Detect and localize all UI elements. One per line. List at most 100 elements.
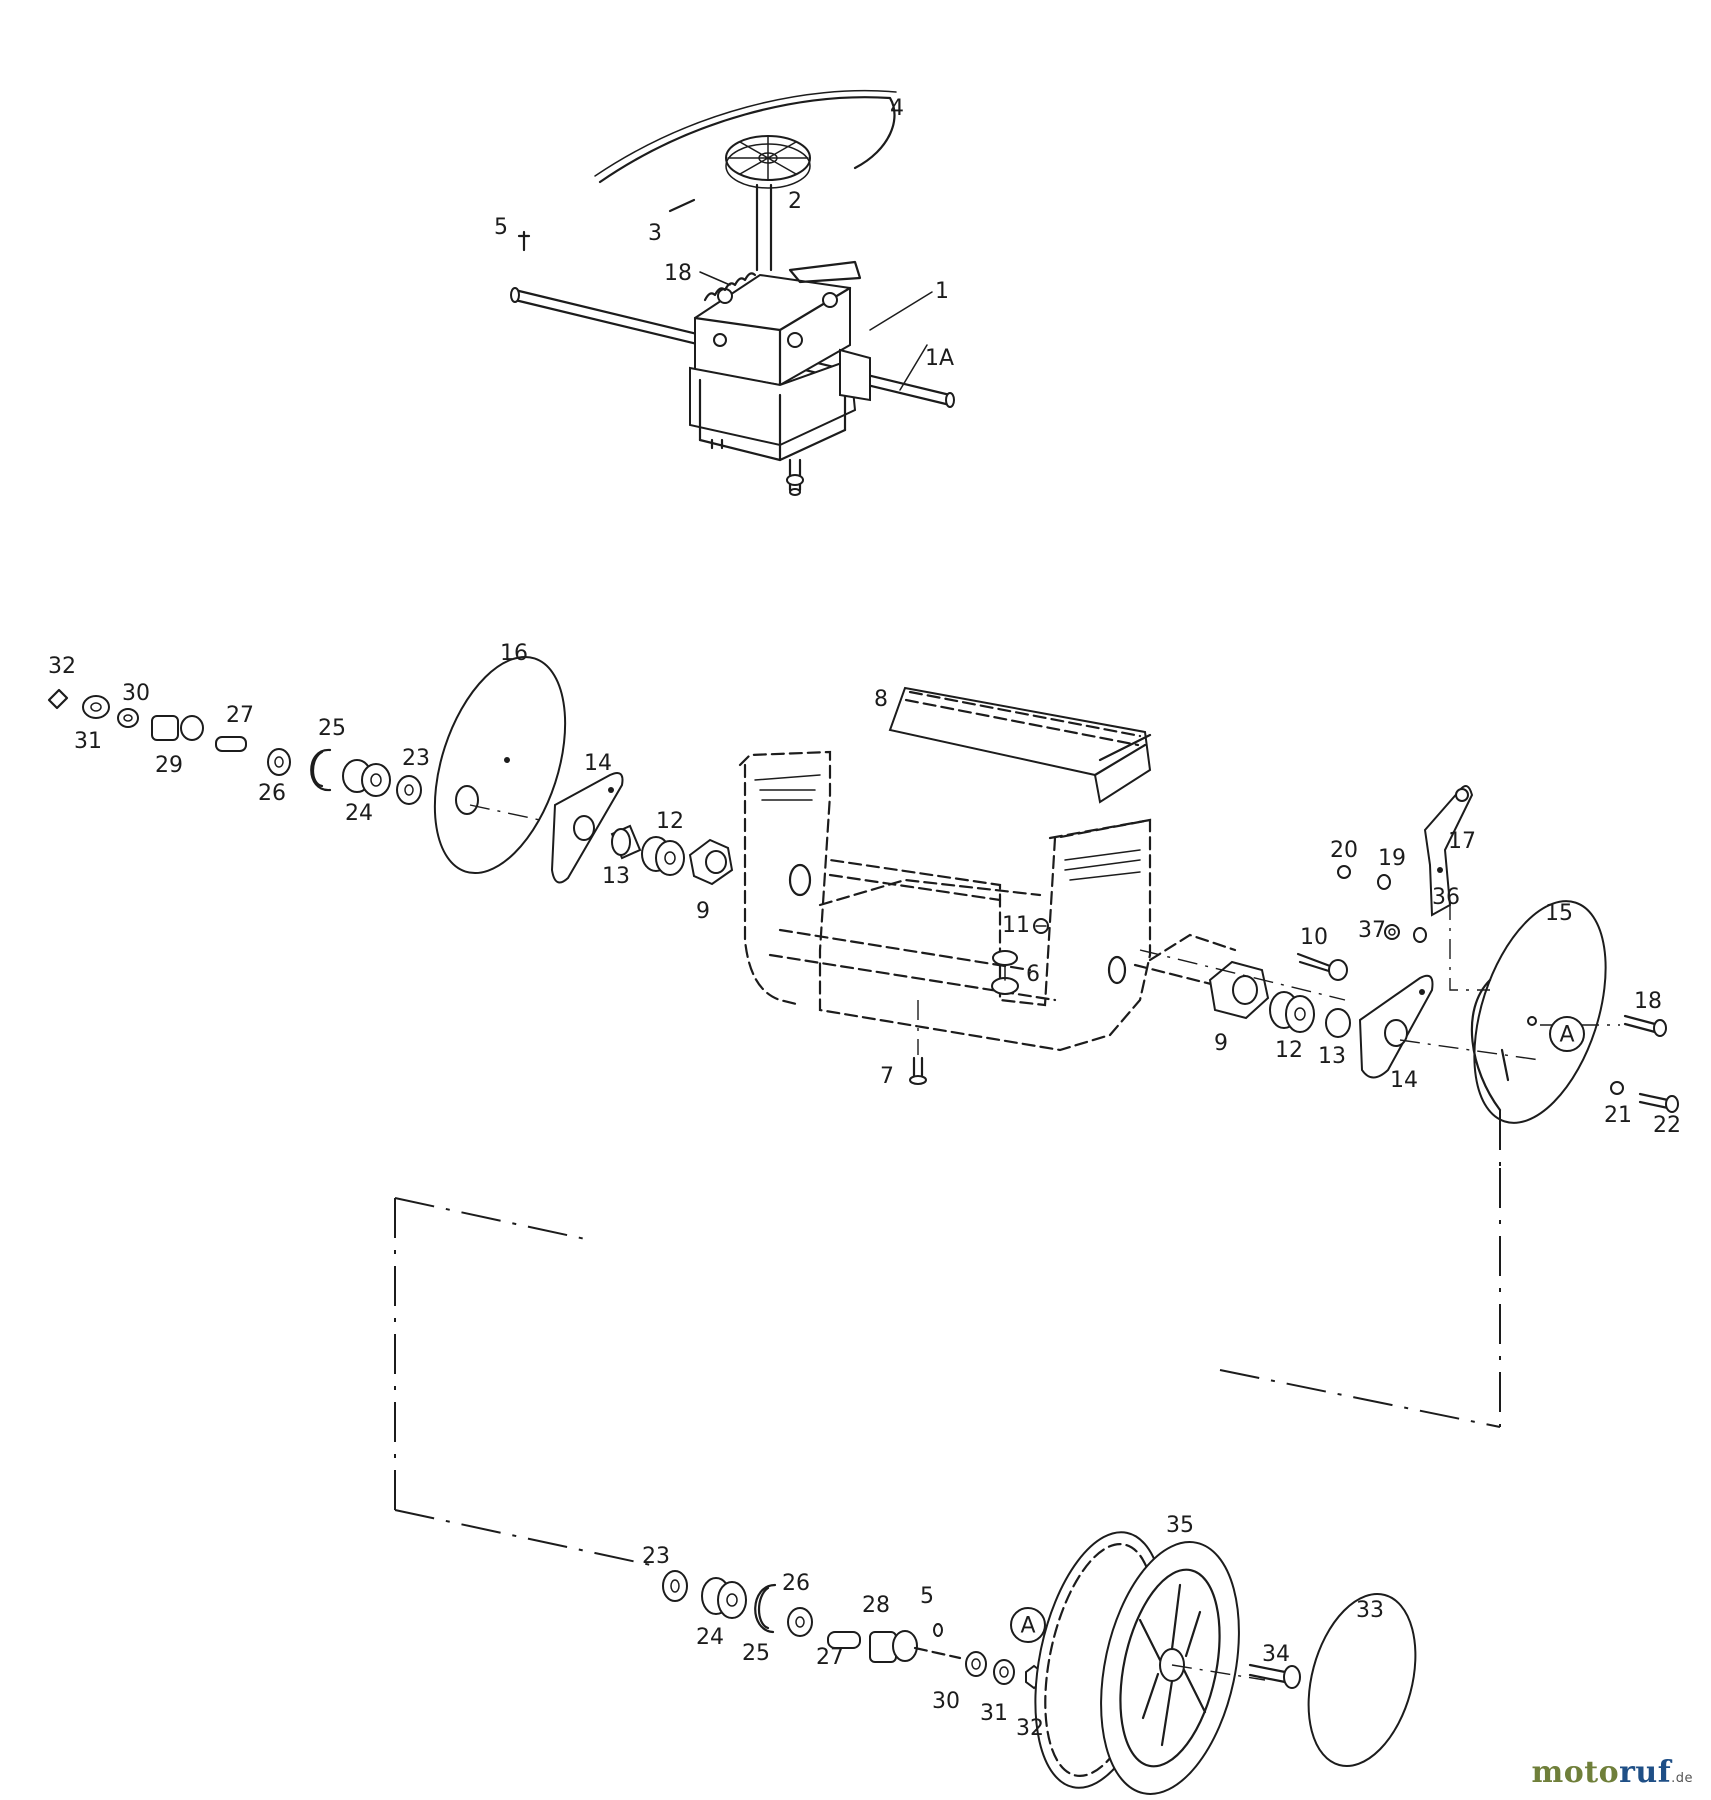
screw-part-22 [1638,1092,1679,1113]
bolt-part-11 [1033,918,1049,934]
label-part-28: 28 [862,1593,890,1618]
label-part-12-left: 12 [656,809,684,834]
label-part-32-wheel: 32 [1016,1716,1044,1741]
label-part-2: 2 [788,189,802,214]
washer-part-26-left [267,748,291,776]
pinion-part-9-left [688,838,734,886]
label-part-5-top: 5 [494,215,508,240]
bearing-plate-part-14-right [1358,974,1434,1079]
label-part-23-wheel: 23 [642,1544,670,1569]
label-part-12-right: 12 [1275,1038,1303,1063]
nut-part-21 [1610,1081,1624,1095]
label-part-18-top: 18 [664,261,692,286]
gear-part-29-left [151,715,204,741]
label-part-9-right: 9 [1214,1031,1228,1056]
wheel-cover-disc-part-15 [1470,900,1607,1124]
washer-part-36 [1413,927,1427,943]
label-part-4: 4 [890,96,904,121]
screw-part-10 [1296,952,1348,981]
label-part-35: 35 [1166,1513,1194,1538]
bushing-part-13-left [610,824,642,860]
key-part-3 [668,198,696,213]
label-part-21: 21 [1604,1103,1632,1128]
label-part-25-wheel: 25 [742,1641,770,1666]
label-part-5-wheel: 5 [920,1584,934,1609]
clip-part-25-wheel [754,1583,777,1634]
bearing-plate-part-14-left [550,772,624,884]
washer-part-19 [1377,874,1391,890]
washer-part-30-wheel [965,1651,987,1677]
label-part-20: 20 [1330,838,1358,863]
hubcap-part-33 [1307,1593,1417,1767]
label-part-27-left: 27 [226,703,254,728]
label-part-23-left: 23 [402,746,430,771]
label-part-3: 3 [648,221,662,246]
watermark-brand-a: moto [1531,1755,1620,1790]
label-part-15: 15 [1545,901,1573,926]
left-drive-stack [47,655,734,886]
right-drive-stack: A [1139,785,1679,1124]
screw-part-34 [1248,1663,1301,1689]
wheel-part-35 [1034,1531,1240,1795]
bearing-part-12-left [641,836,685,876]
screw-part-7 [909,1000,927,1085]
label-part-22: 22 [1653,1113,1681,1138]
watermark-tld: .de [1671,1771,1693,1786]
bushing-part-27-left [215,736,247,752]
nut-part-32-left [47,688,69,710]
assembly-guide-lines [394,1110,1501,1568]
washer-part-31-left [82,695,110,719]
label-part-34: 34 [1262,1642,1290,1667]
label-part-31-left: 31 [74,729,102,754]
label-part-7: 7 [880,1064,894,1089]
label-part-1: 1 [935,279,949,304]
pin-part-5-wheel [933,1623,943,1637]
spring-part-18 [703,272,757,302]
callout-a-upper: A [1549,1016,1585,1052]
bushing-part-27-wheel [827,1631,861,1649]
bearing-part-12-right [1269,991,1315,1033]
label-part-30-left: 30 [122,681,150,706]
label-part-14-left: 14 [584,751,612,776]
nut-part-20 [1337,865,1351,879]
label-part-26-wheel: 26 [782,1571,810,1596]
washer-part-31-wheel [993,1659,1015,1685]
washer-part-6 [991,950,1019,995]
drive-belt-part-4 [598,96,896,184]
nut-part-37 [1384,924,1400,940]
label-part-36: 36 [1432,885,1460,910]
watermark-logo: motoruf.de [1531,1755,1693,1790]
callout-a-upper-letter: A [1559,1023,1574,1048]
label-part-11: 11 [1002,913,1030,938]
bracket-part-17 [1423,785,1474,917]
label-part-1a: 1A [925,346,954,371]
part-number-labels: 4 2 3 5 18 1 1A 32 30 31 29 27 26 25 24 … [48,96,1681,1741]
label-part-24-wheel: 24 [696,1625,724,1650]
label-part-31-wheel: 31 [980,1701,1008,1726]
label-part-29-left: 29 [155,753,183,778]
label-part-33: 33 [1356,1598,1384,1623]
pinion-part-9-right [1208,960,1270,1020]
gearbox-assembly [510,89,955,496]
rear-cover-part-8 [888,686,1152,804]
callout-a-lower: A [1010,1607,1046,1643]
gear-part-28 [869,1630,918,1663]
label-part-27-wheel: 27 [816,1645,844,1670]
label-part-32-left: 32 [48,654,76,679]
label-part-37: 37 [1358,918,1386,943]
label-part-30-wheel: 30 [932,1689,960,1714]
label-part-18-right: 18 [1634,989,1662,1014]
chassis-frame [738,686,1237,1085]
gearbox-housing-part-1 [689,273,871,496]
shift-lever [788,260,862,284]
label-part-25-left: 25 [318,716,346,741]
pin-part-5-top [517,230,531,252]
label-part-13-left: 13 [602,864,630,889]
callout-a-lower-letter: A [1020,1614,1035,1639]
washer-part-26-wheel [787,1607,813,1637]
label-part-17: 17 [1448,829,1476,854]
label-part-14-right: 14 [1390,1068,1418,1093]
wheel-cover-disc-part-16 [433,655,567,875]
wheel-assembly: A [662,1531,1417,1795]
